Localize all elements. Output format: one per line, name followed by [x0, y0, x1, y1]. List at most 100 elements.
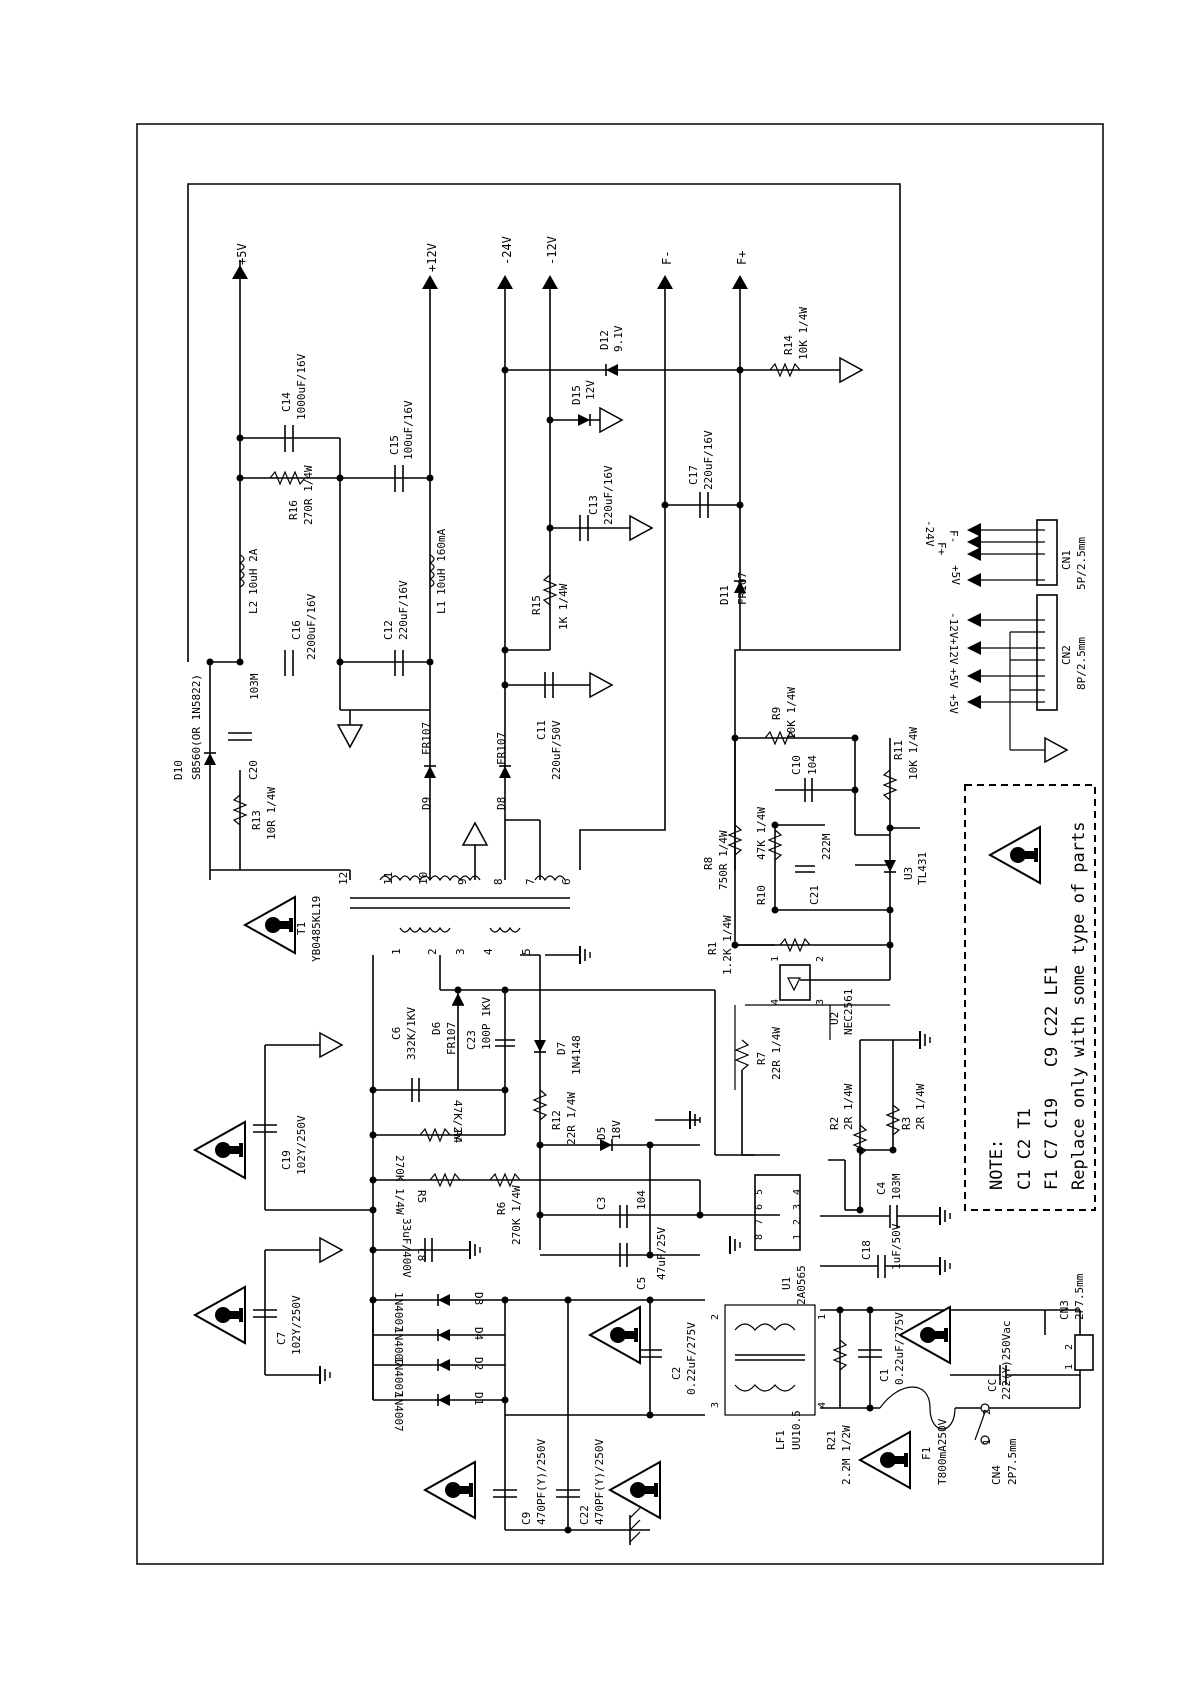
capacitor-c1: C1 0.22uF/275V: [858, 1312, 906, 1385]
d3-value: 1N4007: [392, 1292, 405, 1332]
diode-d7: D7 1N4148: [534, 1035, 583, 1075]
capacitor-c20: C20 103M: [228, 673, 261, 780]
c11-value: 220uF/50V: [550, 720, 563, 780]
c17-ref: C17: [687, 465, 700, 485]
resistor-r3: R3 2R 1/4W: [885, 1083, 927, 1136]
diode-d11: D11 FR107: [718, 572, 749, 605]
resistor-r21: R21 2.2M 1/2W: [825, 1339, 853, 1485]
d12-ref: D12: [598, 330, 611, 350]
l1-value: 10uH 160mA: [435, 528, 448, 595]
c5-ref: C5: [635, 1277, 648, 1290]
capacitor-c4: C4 103M: [820, 1173, 940, 1228]
resistor-r12: R12 22R 1/4W: [532, 1089, 578, 1145]
r4-value: 47K/2W: [451, 1100, 464, 1140]
t1-ref: T1: [295, 922, 308, 935]
c10-value: 104: [806, 755, 819, 775]
inductor-l2: L2 10uH 2A: [238, 548, 260, 614]
resistor-r4: R4 47K/2W: [419, 1100, 464, 1144]
t1-pin-10: 10: [417, 872, 430, 885]
u1-value: 2A0565: [795, 1265, 808, 1305]
note-box: NOTE: C1 C2 T1 F1 C7 C19 C9 C22 LF1 Repl…: [964, 784, 1096, 1211]
cn2-label-p5v-b: +5V: [947, 694, 960, 714]
capacitor-c10: C10 104: [790, 755, 819, 802]
capacitor-c9: C9 470PF(Y)/250V: [493, 1439, 548, 1525]
capacitor-c11: C11 220uF/50V: [535, 672, 563, 780]
c1-value: 0.22uF/275V: [893, 1312, 906, 1385]
resistor-r11: R11 10K 1/4W: [882, 727, 920, 801]
d11-value: FR107: [736, 572, 749, 605]
d5-value: 18V: [610, 1120, 623, 1140]
u1-pin-7: 7: [754, 1219, 765, 1225]
d12-value: 9.1V: [612, 325, 625, 352]
note-title: NOTE:: [987, 1139, 1007, 1190]
resistor-r1: R1 1.2K 1/4W: [706, 915, 811, 975]
rail-p5v: +5V: [232, 243, 249, 279]
capacitor-c6: C6 332K/1KV: [390, 1007, 420, 1102]
l2-ref: L2: [247, 601, 260, 614]
cn1-ref: CN1: [1060, 550, 1073, 570]
l1-ref: L1: [435, 601, 448, 614]
t1-pin-8: 8: [492, 878, 505, 885]
lf1-pin-4: 4: [817, 1402, 828, 1408]
r3-ref: R3: [900, 1117, 913, 1130]
capacitor-c21: C21 222M: [795, 833, 833, 905]
lf1-pin-1: 1: [817, 1314, 828, 1320]
ground-symbols-secondary: [337, 357, 863, 846]
r13-ref: R13: [250, 810, 263, 830]
resistor-r7: R7 22R 1/4W: [734, 1027, 783, 1080]
lf1-pin-3: 3: [710, 1402, 721, 1408]
f1-ref: F1: [920, 1447, 933, 1460]
u1-ref: U1: [780, 1277, 793, 1290]
r6-ref: R6: [495, 1202, 508, 1215]
r2-value: 2R 1/4W: [842, 1083, 855, 1130]
c18-value: 1uF/50V: [890, 1223, 903, 1270]
resistor-r9: R9 10K 1/4W: [764, 687, 798, 746]
r1-ref: R1: [706, 942, 719, 955]
r3-value: 2R 1/4W: [914, 1083, 927, 1130]
connector-cn3: 2 1 CN3 2P7.5mm: [1058, 1273, 1094, 1371]
c20-ref: C20: [247, 760, 260, 780]
r15-value: 1K 1/4W: [557, 583, 570, 630]
d10-value: SB560(OR 1N5822): [190, 674, 203, 780]
lf1-pin-2: 2: [710, 1314, 721, 1320]
line-filter-lf1: LF1 UU10.5 1 2 3 4: [710, 1304, 828, 1450]
cc-value: 222(Y)250Vac: [1000, 1321, 1013, 1400]
d11-ref: D11: [718, 585, 731, 605]
c19-value: 102Y/250V: [295, 1115, 308, 1175]
d4-ref: D4: [472, 1327, 485, 1341]
t1-pin-4: 4: [482, 948, 495, 955]
u2-pin-4: 4: [770, 999, 781, 1005]
c13-value: 220uF/16V: [602, 465, 615, 525]
u2-pin-3: 3: [815, 999, 826, 1005]
capacitor-c2: C2 0.22uF/275V: [638, 1322, 698, 1395]
l2-value: 10uH 2A: [247, 548, 260, 595]
c18-ref: C18: [860, 1240, 873, 1260]
diode-d3: D3 1N4007: [392, 1292, 485, 1332]
c20-value: 103M: [248, 673, 261, 700]
switch-pin-1: 1: [982, 1439, 993, 1445]
c6-ref: C6: [390, 1027, 403, 1040]
c17-value: 220uF/16V: [702, 430, 715, 490]
c16-value: 2200uF/16V: [305, 593, 318, 660]
d7-ref: D7: [555, 1042, 568, 1055]
capacitor-c7: C7 102Y/250V: [253, 1295, 303, 1355]
capacitor-c8: C8 33uF/400V: [400, 1218, 433, 1278]
rail-label-p5v: +5V: [235, 243, 249, 265]
t1-pin-12: 12: [337, 872, 350, 885]
earth-symbol: [629, 1507, 650, 1545]
c7-ref: C7: [275, 1332, 288, 1345]
r10-ref: R10: [755, 885, 768, 905]
capacitor-cc: CC 222(Y)250Vac: [950, 1321, 1080, 1400]
lf1-value: UU10.5: [790, 1410, 803, 1450]
c23-ref: C23: [465, 1030, 478, 1050]
cn3-ref: CN3: [1058, 1300, 1071, 1320]
cn1-label-p5v: +5V: [949, 565, 962, 585]
rail-fm: F-: [657, 251, 674, 289]
c5-value: 47uF/25V: [655, 1227, 668, 1280]
rail-label-m24v: -24V: [500, 236, 514, 265]
c4-ref: C4: [875, 1181, 888, 1195]
capacitor-c3: C3 104: [595, 1190, 648, 1228]
diode-d10: D10 SB560(OR 1N5822): [172, 674, 216, 780]
c2-ref: C2: [670, 1367, 683, 1380]
